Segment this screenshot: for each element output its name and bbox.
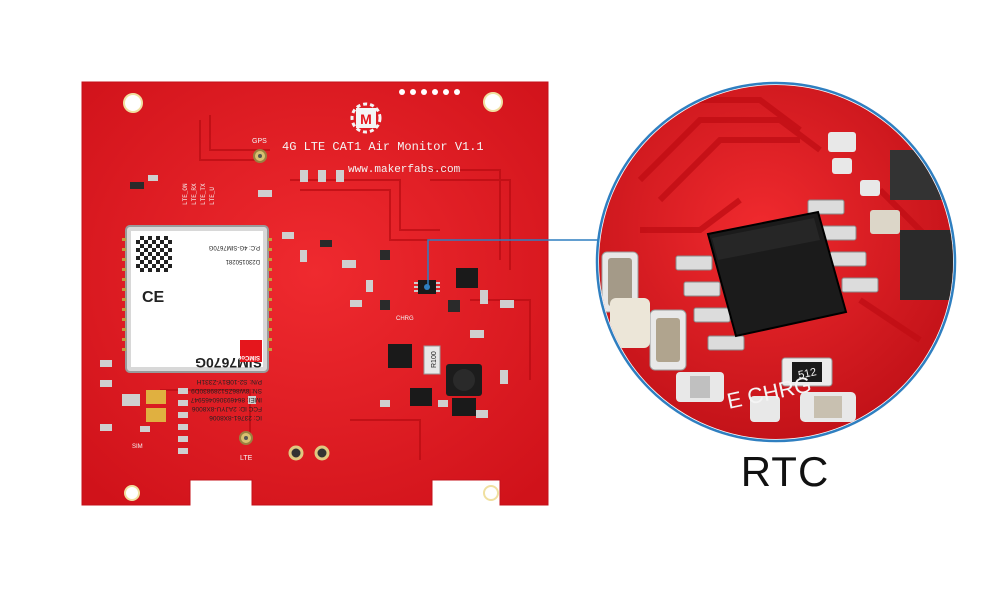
svg-text:LTE_TX: LTE_TX	[200, 183, 207, 205]
board-url: www.makerfabs.com	[348, 164, 461, 176]
svg-text:IMEI: 864693060465947: IMEI: 864693060465947	[190, 396, 262, 403]
svg-text:IC: 23761-8X8006: IC: 23761-8X8006	[209, 414, 262, 421]
callout-line	[427, 239, 602, 287]
ic-chips	[388, 268, 478, 416]
svg-text:P/N: S2-10B1Y-Z331H: P/N: S2-10B1Y-Z331H	[197, 378, 262, 385]
mounting-holes	[123, 92, 503, 501]
svg-text:LTE_RX: LTE_RX	[191, 183, 198, 205]
rtc-chip-on-board	[414, 280, 440, 294]
svg-text:SN: 8W86Z51289830D9: SN: 8W86Z51289830D9	[191, 387, 262, 394]
header-pads	[399, 89, 460, 95]
power-inductor	[446, 364, 482, 396]
rtc-callout-label: RTC	[740, 448, 830, 495]
svg-text:SIMCom: SIMCom	[236, 354, 260, 360]
current-sense-resistor: R100	[423, 345, 441, 375]
lte-antenna-connector: LTE	[239, 431, 253, 462]
svg-text:LTE: LTE	[240, 455, 253, 462]
makerfabs-logo: M	[350, 102, 382, 134]
smd-components	[100, 170, 514, 454]
rtc-chip-zoomed	[675, 199, 879, 351]
svg-text:D230150281: D230150281	[225, 258, 260, 264]
pcb-board: M 4G LTE CAT1 Air Monitor V1.1 www.maker…	[81, 81, 549, 506]
svg-text:GPS: GPS	[252, 138, 267, 145]
pcb-traces	[160, 115, 531, 460]
sim-module: CE P.C: 4G-SIM7670G D230150281 SIM7670G …	[122, 225, 272, 421]
qr-code	[136, 236, 172, 272]
sim-silkscreen: SIM	[132, 444, 143, 450]
zoom-passives	[601, 251, 856, 422]
svg-text:FCC ID: 2AJYU-8X8006: FCC ID: 2AJYU-8X8006	[192, 405, 262, 412]
svg-text:CE: CE	[142, 289, 165, 306]
svg-text:LTE_U: LTE_U	[209, 187, 216, 205]
via-holes	[288, 445, 330, 461]
pad-labels: LTE_ON LTE_RX LTE_TX LTE_U	[182, 183, 216, 205]
gps-antenna-connector: GPS	[252, 138, 267, 163]
svg-text:M: M	[360, 111, 372, 127]
svg-text:LTE_ON: LTE_ON	[182, 183, 189, 205]
zoom-resistor: 512	[781, 357, 833, 387]
svg-text:P.C: 4G-SIM7670G: P.C: 4G-SIM7670G	[208, 244, 260, 250]
chrg-silkscreen: CHRG	[396, 316, 414, 322]
svg-text:R100: R100	[431, 351, 438, 368]
board-title: 4G LTE CAT1 Air Monitor V1.1	[282, 140, 484, 154]
svg-text:512: 512	[797, 366, 817, 382]
zoom-magnifier: 512 E CHRG	[595, 81, 957, 443]
